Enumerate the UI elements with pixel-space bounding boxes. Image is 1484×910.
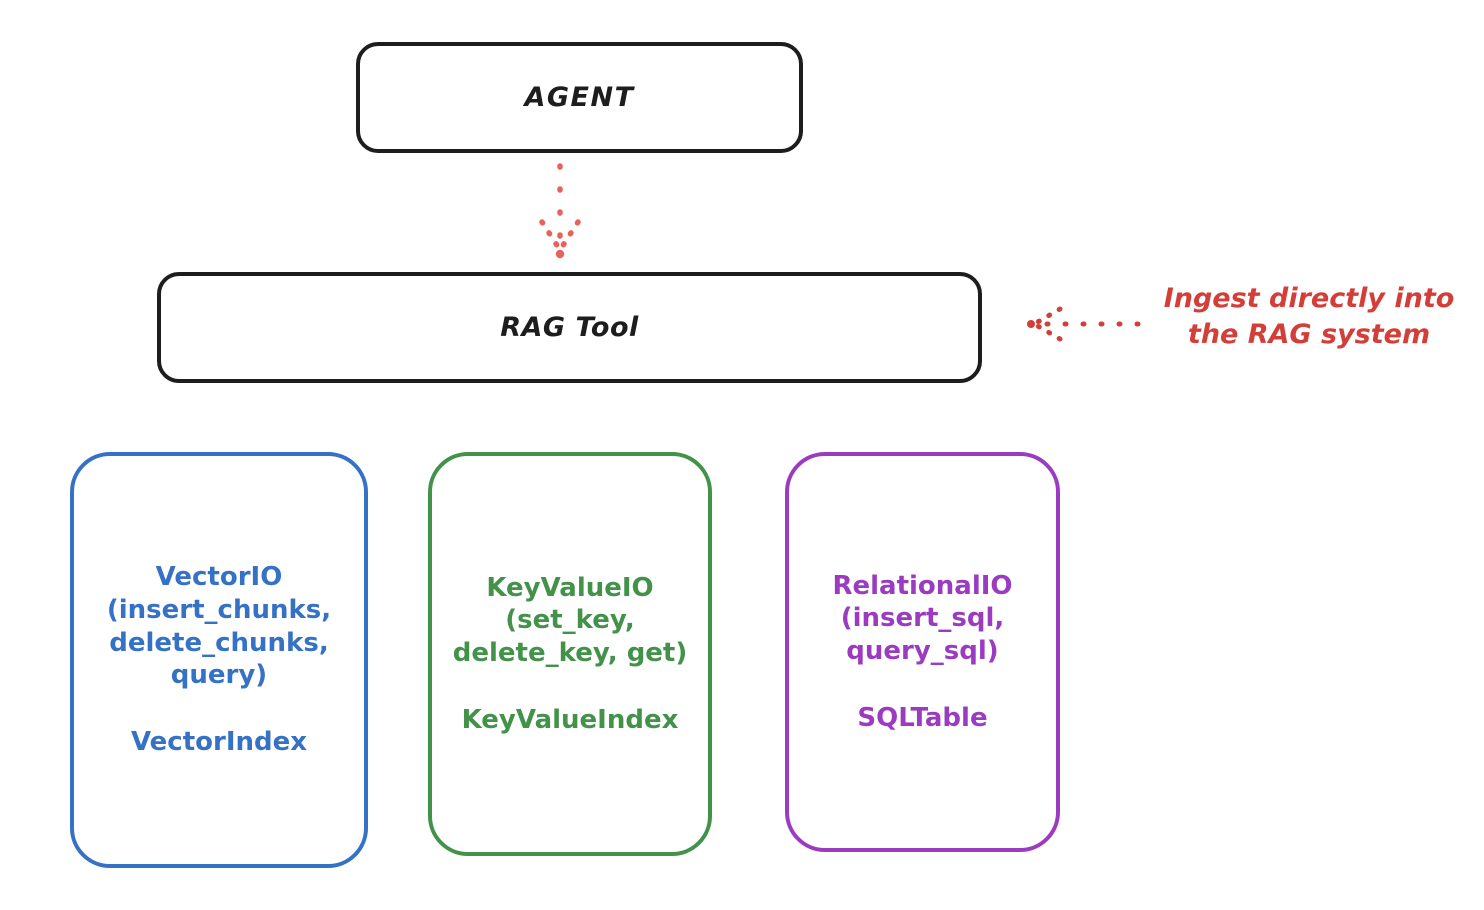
edge-ingest-to-rag-tool: [1027, 306, 1141, 342]
node-agent[interactable]: AGENT: [356, 42, 803, 153]
edge-agent-to-rag-tool: [539, 163, 581, 259]
node-rag-tool[interactable]: RAG Tool: [157, 272, 982, 383]
node-relational-io-sublabel: SQLTable: [857, 702, 988, 733]
node-vector-io-sublabel: VectorIndex: [130, 727, 308, 758]
node-key-value-io-sublabel: KeyValueIndex: [461, 704, 679, 735]
node-vector-io[interactable]: VectorIO (insert_chunks, delete_chunks, …: [70, 452, 368, 868]
node-relational-io[interactable]: RelationalIO (insert_sql, query_sql) SQL…: [785, 452, 1060, 852]
node-agent-label: AGENT: [524, 82, 635, 113]
node-key-value-io-label: KeyValueIO (set_key, delete_key, get): [452, 572, 688, 669]
node-key-value-io[interactable]: KeyValueIO (set_key, delete_key, get) Ke…: [428, 452, 712, 856]
node-vector-io-label: VectorIO (insert_chunks, delete_chunks, …: [106, 562, 332, 691]
node-rag-tool-label: RAG Tool: [500, 312, 639, 343]
node-relational-io-label: RelationalIO (insert_sql, query_sql): [832, 570, 1013, 667]
annotation-ingest-directly: Ingest directly into the RAG system: [1163, 283, 1455, 350]
